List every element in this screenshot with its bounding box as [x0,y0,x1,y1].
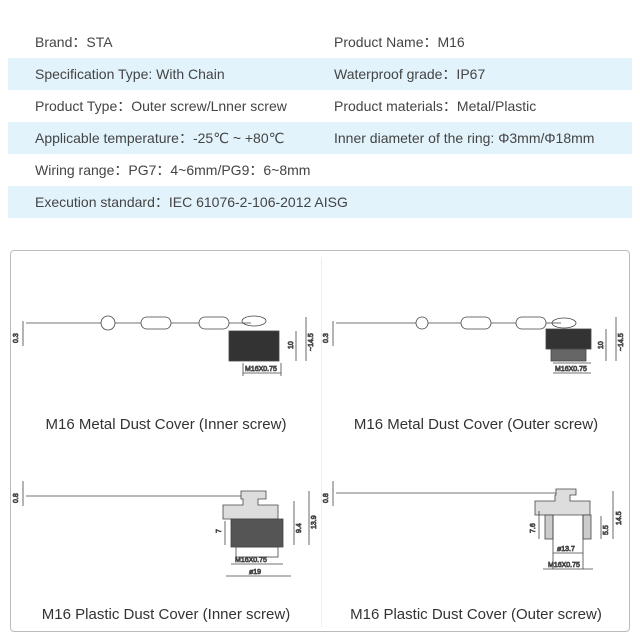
dim-label: M16X0.75 [245,366,277,373]
dim-label: M16X0.75 [235,557,267,564]
dim-label: M16X0.75 [548,562,580,569]
spec-table: Brand：STA Product Name：M16 Specification … [8,26,632,218]
product-caption: M16 Plastic Dust Cover (Inner screw) [41,606,291,623]
spec-row: Specification Type: With Chain Waterproof… [8,58,632,90]
product-caption: M16 Metal Dust Cover (Inner screw) [45,416,287,433]
metal-inner-drawing: 0.3 10 ~14.5 M16X0.75 [13,315,315,376]
spec-product-name: Product Name：M16 [334,34,465,50]
spec-ring-diameter: Inner diameter of the ring: Φ3mm/Φ18mm [334,130,595,146]
spec-product-type: Product Type：Outer screw/Lnner screw [35,98,287,114]
dim-label: 7.6 [530,523,537,533]
dim-label: ø19 [249,569,261,576]
product-drawings-panel: 0.3 10 ~14.5 M16X0.75 M16 Metal Dust Cov… [10,250,630,632]
dim-label: 5.5 [603,525,610,535]
spec-row: Execution standard：IEC 61076-2-106-2012 … [8,186,632,218]
spec-row: Brand：STA Product Name：M16 [8,26,632,58]
metal-outer-drawing: 0.3 10 ~14.5 M16X0.75 [323,316,625,374]
spec-materials: Product materials：Metal/Plastic [334,98,537,114]
spec-row: Product Type：Outer screw/Lnner screw Prod… [8,90,632,122]
spec-standard: Execution standard：IEC 61076-2-106-2012 … [35,194,348,210]
spec-waterproof: Waterproof grade：IP67 [334,66,486,82]
dim-label: ~14.5 [618,333,625,351]
product-metal-outer: 0.3 10 ~14.5 M16X0.75 M16 Metal Dust Cov… [321,251,631,441]
dim-label: ø13.7 [557,546,575,553]
dim-label: 14.5 [616,511,623,525]
dim-label: 10 [288,341,295,349]
product-metal-inner: 0.3 10 ~14.5 M16X0.75 M16 Metal Dust Cov… [11,251,321,441]
product-plastic-outer: 0.8 7.6 5.5 14.5 ø13.7 M16X0.75 M16 Plas… [321,441,631,631]
dim-label: 0.8 [323,493,330,503]
dim-label: 9.4 [296,523,303,533]
dim-label: 7 [216,529,223,533]
divider [321,257,322,627]
spec-type: Specification Type: With Chain [35,66,225,82]
plastic-inner-drawing: 0.8 7 9.4 13.9 M16X0.75 ø19 [13,481,318,577]
dim-label: 0.8 [13,493,20,503]
dim-label: ~14.5 [308,333,315,351]
dim-label: 10 [598,341,605,349]
spec-wiring: Wiring range：PG7：4~6mm/PG9：6~8mm [35,162,311,178]
spec-row: Wiring range：PG7：4~6mm/PG9：6~8mm [8,154,632,186]
product-caption: M16 Plastic Dust Cover (Outer screw) [350,606,602,623]
product-caption: M16 Metal Dust Cover (Outer screw) [353,416,599,433]
plastic-outer-drawing: 0.8 7.6 5.5 14.5 ø13.7 M16X0.75 [323,481,623,570]
dim-label: 0.3 [323,333,330,343]
dim-label: M16X0.75 [555,366,587,373]
spec-brand: Brand：STA [35,34,113,50]
product-plastic-inner: 0.8 7 9.4 13.9 M16X0.75 ø19 M16 Plastic … [11,441,321,631]
spec-row: Applicable temperature：-25℃ ~ +80℃ Inner … [8,122,632,154]
dim-label: 13.9 [311,515,318,529]
dim-label: 0.3 [13,333,20,343]
spec-temperature: Applicable temperature：-25℃ ~ +80℃ [35,130,285,146]
